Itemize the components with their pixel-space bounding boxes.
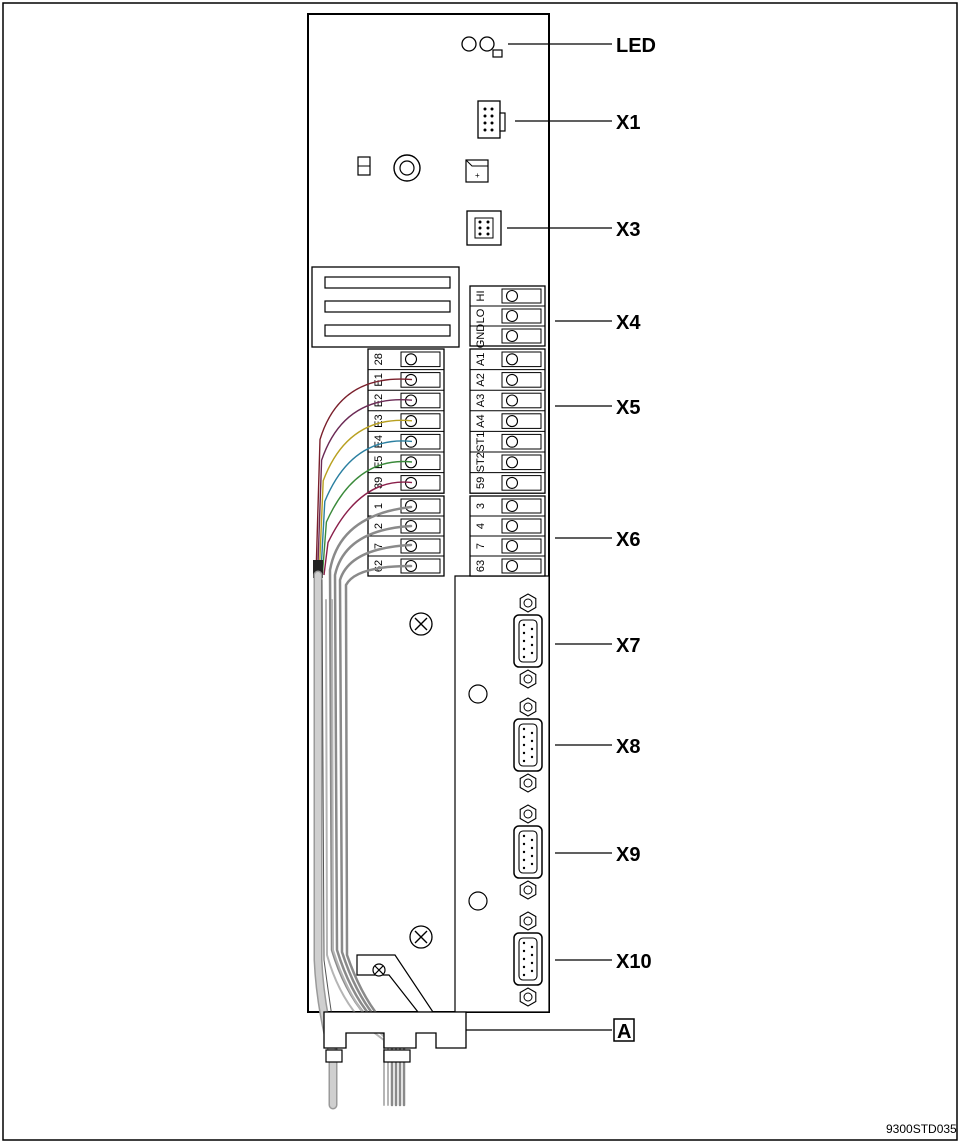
signal-wires (313, 378, 413, 578)
x3-connector (466, 210, 502, 246)
left-block-terminal: E1 (368, 369, 444, 388)
x4-terminal: GND (470, 324, 545, 349)
callout-leaders (466, 43, 612, 1031)
x6-terminal-block: 3 4 7 63 (469, 495, 546, 577)
wire-sleeve (313, 560, 323, 578)
x4-label: GND (475, 324, 487, 349)
signal-wire (316, 399, 413, 576)
left-block-terminal: 39 (368, 472, 444, 491)
x6-terminal: 7 (470, 535, 545, 554)
x4-label: LO (475, 308, 487, 323)
left-x6-label: 1 (373, 503, 385, 509)
x5-label: A2 (475, 373, 487, 386)
x6-terminal: 63 (470, 555, 545, 574)
x5-terminal: 59 (470, 472, 545, 491)
callout-x7: X7 (616, 635, 640, 657)
left-block-terminal: E3 (368, 410, 444, 429)
x6-terminal: 4 (470, 515, 545, 534)
signal-wire (315, 378, 413, 576)
left-block-label: E3 (373, 414, 385, 427)
potentiometer-knob (393, 154, 421, 182)
screw-lower (409, 925, 433, 949)
cable-clamp-right (383, 1049, 411, 1063)
left-block-label: 28 (373, 353, 385, 365)
x5-terminal: ST1 (470, 430, 545, 452)
callout-x3: X3 (616, 219, 640, 241)
left-x6-label: 62 (373, 560, 385, 572)
cable-clamp-left (325, 1049, 343, 1063)
left-x6-terminal: 62 (368, 555, 444, 574)
callout-x1: X1 (616, 112, 640, 134)
x5-label: A3 (475, 394, 487, 407)
mount-hole-upper (468, 684, 488, 704)
callout-x10: X10 (616, 951, 652, 973)
signal-wire (320, 440, 413, 576)
dsub-connectors (513, 593, 543, 1007)
dip-switch-icon (357, 156, 371, 176)
x4-terminal: LO (470, 305, 545, 324)
screw-upper (409, 612, 433, 636)
x10-dsub-connector (513, 911, 543, 1007)
x4-terminal: HI (470, 285, 545, 304)
left-block-label: E5 (373, 456, 385, 469)
x5-label: ST2 (475, 452, 487, 472)
x6-label: 63 (475, 560, 487, 572)
x5-terminal: A1 (470, 348, 545, 368)
left-x6-terminal-block: 1 2 7 62 (367, 495, 445, 577)
led-indicator (461, 36, 503, 58)
x9-dsub-connector (513, 804, 543, 900)
x6-label: 4 (475, 523, 487, 529)
callout-x5: X5 (616, 397, 640, 419)
x5-label: A1 (475, 353, 487, 366)
callout-a-box (613, 1018, 635, 1042)
mount-hole-lower (468, 891, 488, 911)
x5-label: ST1 (475, 432, 487, 452)
drawing-code: 9300STD035 (886, 1122, 957, 1136)
left-block-label: E1 (373, 373, 385, 386)
left-block-label: E2 (373, 394, 385, 407)
left-x6-label: 7 (373, 543, 385, 549)
x6-label: 3 (475, 503, 487, 509)
signal-wire (318, 419, 413, 576)
x5-terminal: ST2 (470, 451, 545, 472)
x5-label: 59 (475, 477, 487, 489)
x4-label: HI (475, 291, 487, 302)
signal-wire (321, 460, 413, 576)
x5-terminal: A3 (470, 389, 545, 409)
callout-a: A (617, 1021, 631, 1043)
label-slot-panel (311, 266, 460, 348)
x7-dsub-connector (513, 593, 543, 689)
left-block-terminal: E2 (368, 389, 444, 409)
callout-led: LED (616, 35, 656, 57)
left-x6-label: 2 (373, 523, 385, 529)
x6-terminal: 3 (470, 495, 545, 514)
svg-text:+: + (475, 171, 480, 180)
signal-wire (323, 481, 413, 576)
left-block-terminal: 28 (368, 348, 444, 368)
callout-x4: X4 (616, 312, 641, 334)
left-x6-terminal: 1 (368, 495, 444, 514)
callout-x6: X6 (616, 529, 640, 551)
left-block-terminal: E4 (368, 430, 444, 450)
shield-bracket (323, 954, 467, 1049)
x5-terminal: A2 (470, 369, 545, 388)
x8-dsub-connector (513, 697, 543, 793)
x5-terminal: A4 (470, 410, 545, 429)
x5-label: A4 (475, 414, 487, 427)
x1-connector (477, 100, 506, 139)
callout-x8: X8 (616, 736, 640, 758)
x6-label: 7 (475, 543, 487, 549)
callout-x9: X9 (616, 844, 640, 866)
jumper-icon: + (465, 159, 489, 183)
left-x6-terminal: 2 (368, 515, 444, 534)
